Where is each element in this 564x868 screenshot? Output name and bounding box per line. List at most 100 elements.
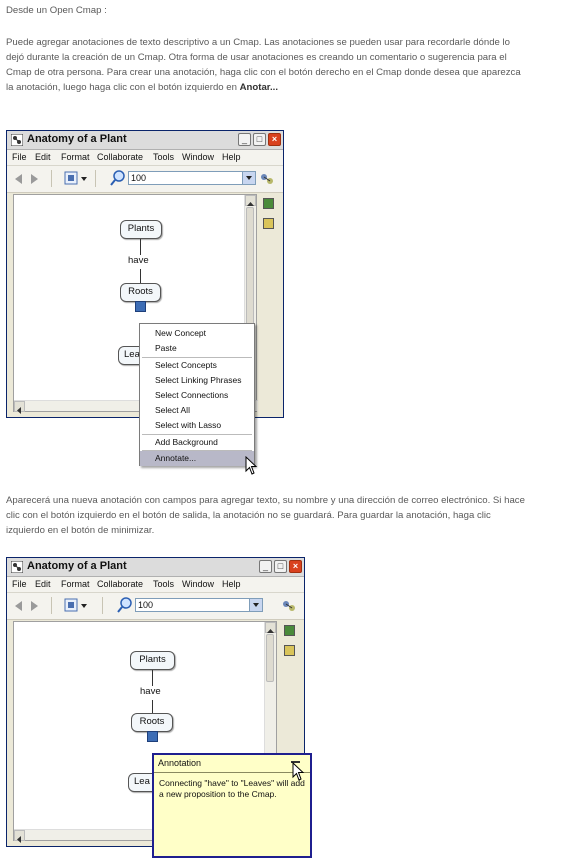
menu-collaborate[interactable]: Collaborate: [97, 579, 144, 589]
chevron-down-icon[interactable]: [249, 599, 262, 611]
paragraph-1-bold: Anotar...: [239, 82, 279, 93]
menu-divider: [142, 450, 252, 451]
menu-edit[interactable]: Edit: [35, 152, 51, 162]
view-options-icon[interactable]: [64, 598, 88, 613]
chevron-up-icon: [247, 202, 254, 206]
title-bar: Anatomy of a Plant _ □ ×: [7, 131, 283, 150]
forward-arrow-icon[interactable]: [31, 174, 38, 184]
menu-file[interactable]: File: [12, 152, 27, 162]
menu-item-select-concepts[interactable]: Select Concepts: [155, 360, 217, 370]
menu-format[interactable]: Format: [61, 579, 90, 589]
toolbar: 100: [7, 166, 283, 193]
scroll-up-arrow[interactable]: [245, 195, 256, 206]
image-resource-icon[interactable]: [135, 301, 146, 312]
linking-phrase-have[interactable]: have: [128, 255, 149, 266]
menu-item-select-linking-phrases[interactable]: Select Linking Phrases: [155, 375, 242, 385]
scroll-left-arrow[interactable]: [14, 401, 25, 414]
zoom-icon[interactable]: [117, 597, 133, 613]
menu-help[interactable]: Help: [222, 579, 241, 589]
annotation-header: Annotation: [154, 755, 310, 773]
connection-line: [152, 670, 153, 686]
shapes-icon[interactable]: [284, 645, 295, 656]
maximize-button[interactable]: □: [253, 133, 266, 146]
linking-phrase-have[interactable]: have: [140, 686, 161, 697]
menu-item-add-background[interactable]: Add Background: [155, 437, 218, 447]
list-view-icon[interactable]: [284, 625, 295, 636]
minimize-button[interactable]: _: [259, 560, 272, 573]
close-button[interactable]: ×: [268, 133, 281, 146]
mouse-pointer-icon: [292, 762, 305, 781]
menu-bar: File Edit Format Collaborate Tools Windo…: [7, 577, 304, 593]
menu-item-select-connections[interactable]: Select Connections: [155, 390, 229, 400]
back-arrow-icon[interactable]: [15, 174, 22, 184]
connection-line: [140, 269, 141, 283]
context-menu: New Concept Paste Select Concepts Select…: [139, 323, 255, 466]
toolbar-separator: [51, 597, 52, 614]
title-bar: Anatomy of a Plant _ □ ×: [7, 558, 304, 577]
menu-item-paste[interactable]: Paste: [155, 343, 177, 353]
zoom-value: 100: [131, 173, 147, 183]
concept-leaves-partial[interactable]: Lea: [128, 773, 158, 792]
intro-heading: Desde un Open Cmap :: [6, 5, 107, 16]
concept-plants[interactable]: Plants: [120, 220, 162, 239]
menu-window[interactable]: Window: [182, 579, 215, 589]
window-title: Anatomy of a Plant: [27, 560, 127, 572]
cmap-app-icon: [11, 134, 23, 146]
paragraph-2: Aparecerá una nueva anotación con campos…: [6, 495, 525, 536]
concept-plants[interactable]: Plants: [130, 651, 175, 670]
horizontal-scrollbar[interactable]: [14, 400, 258, 414]
menu-edit[interactable]: Edit: [35, 579, 51, 589]
menu-divider: [142, 434, 252, 435]
menu-item-select-all[interactable]: Select All: [155, 405, 190, 415]
menu-item-new-concept[interactable]: New Concept: [155, 328, 207, 338]
menu-collaborate[interactable]: Collaborate: [97, 152, 144, 162]
menu-help[interactable]: Help: [222, 152, 241, 162]
menu-tools[interactable]: Tools: [153, 152, 175, 162]
annotation-body[interactable]: Connecting "have" to "Leaves" will add a…: [159, 778, 305, 799]
concept-roots[interactable]: Roots: [131, 713, 173, 732]
menu-file[interactable]: File: [12, 579, 27, 589]
image-resource-icon[interactable]: [147, 731, 158, 742]
zoom-icon[interactable]: [110, 170, 126, 186]
shapes-icon[interactable]: [263, 218, 274, 229]
connection-line: [152, 700, 153, 713]
menu-tools[interactable]: Tools: [153, 579, 175, 589]
scroll-left-arrow[interactable]: [14, 830, 25, 843]
cmap-tools-icon[interactable]: [281, 598, 297, 613]
paragraph-1: Puede agregar anotaciones de texto descr…: [6, 35, 526, 95]
forward-arrow-icon[interactable]: [31, 601, 38, 611]
cmap-tools-icon[interactable]: [259, 171, 275, 186]
back-arrow-icon[interactable]: [15, 601, 22, 611]
annotation-title: Annotation: [158, 758, 202, 768]
view-options-icon[interactable]: [64, 171, 88, 186]
paragraph-1-text: Puede agregar anotaciones de texto descr…: [6, 37, 521, 93]
toolbar-separator: [102, 597, 103, 614]
toolbar-separator: [95, 170, 96, 187]
maximize-button[interactable]: □: [274, 560, 287, 573]
mouse-pointer-icon: [245, 456, 258, 475]
list-view-icon[interactable]: [263, 198, 274, 209]
menu-format[interactable]: Format: [61, 152, 90, 162]
close-button[interactable]: ×: [289, 560, 302, 573]
toolbar: 100: [7, 593, 304, 620]
annotation-popup[interactable]: Annotation Connecting "have" to "Leaves"…: [152, 753, 312, 858]
window-title: Anatomy of a Plant: [27, 133, 127, 145]
cmap-app-icon: [11, 561, 23, 573]
toolbar-separator: [51, 170, 52, 187]
scroll-up-arrow[interactable]: [265, 622, 276, 633]
menu-item-annotate[interactable]: Annotate...: [140, 451, 254, 466]
annotation-minimize-button[interactable]: [291, 761, 300, 763]
menu-window[interactable]: Window: [182, 152, 215, 162]
menu-item-select-lasso[interactable]: Select with Lasso: [155, 420, 222, 430]
zoom-select[interactable]: 100: [128, 171, 256, 185]
concept-roots[interactable]: Roots: [120, 283, 161, 302]
chevron-left-icon: [17, 407, 21, 414]
scroll-thumb[interactable]: [266, 634, 274, 682]
minimize-button[interactable]: _: [238, 133, 251, 146]
chevron-up-icon: [267, 629, 274, 633]
horizontal-scrollbar[interactable]: [14, 829, 278, 843]
zoom-select[interactable]: 100: [135, 598, 263, 612]
connection-line: [140, 239, 141, 255]
zoom-value: 100: [138, 600, 154, 610]
chevron-down-icon[interactable]: [242, 172, 255, 184]
